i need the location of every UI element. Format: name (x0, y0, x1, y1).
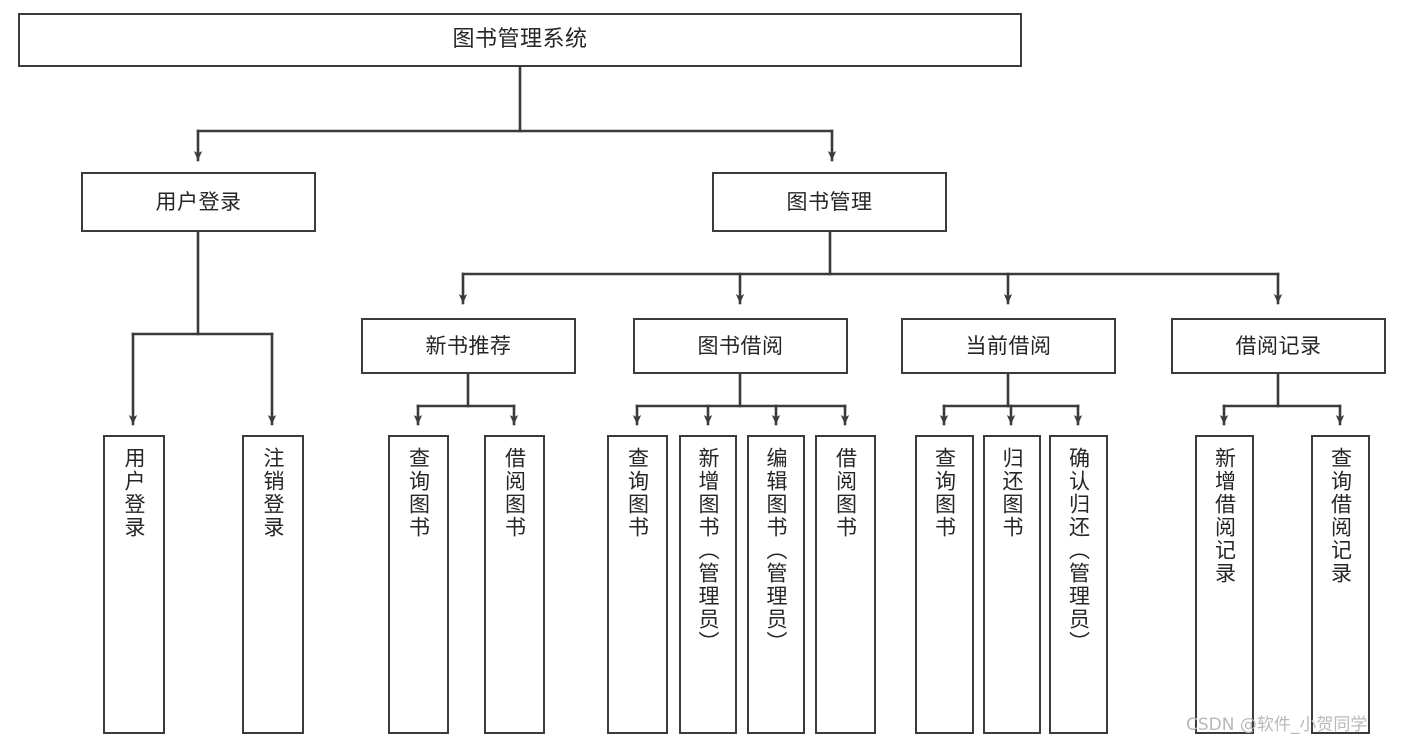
node-root-system[interactable]: 图书管理系统 (18, 13, 1022, 67)
node-label: 归还图书 (1000, 447, 1025, 539)
node-label: 图书借阅 (697, 333, 784, 358)
node-borrow-record[interactable]: 借阅记录 (1171, 318, 1386, 374)
csdn-watermark: CSDN @软件_小贺同学 (1186, 715, 1368, 735)
node-label: 注销登录 (261, 447, 286, 539)
node-label: 查询图书 (406, 447, 431, 539)
leaf-borrow-book-1[interactable]: 借阅图书 (484, 435, 545, 734)
node-label: 图书管理系统 (452, 27, 588, 53)
node-label: 新书推荐 (425, 333, 512, 358)
leaf-logout-login[interactable]: 注销登录 (242, 435, 304, 734)
node-label: 新增借阅记录 (1212, 447, 1237, 585)
leaf-return-book[interactable]: 归还图书 (983, 435, 1041, 734)
node-label: 确认归还（管理员） (1066, 447, 1091, 654)
node-new-book-rec[interactable]: 新书推荐 (361, 318, 576, 374)
leaf-query-record[interactable]: 查询借阅记录 (1311, 435, 1370, 734)
node-label: 图书管理 (786, 189, 873, 214)
node-label: 新增图书（管理员） (696, 447, 721, 654)
node-label: 查询借阅记录 (1328, 447, 1353, 585)
leaf-add-record[interactable]: 新增借阅记录 (1195, 435, 1254, 734)
node-label: 借阅图书 (833, 447, 858, 539)
node-label: 用户登录 (155, 189, 242, 214)
leaf-query-book-1[interactable]: 查询图书 (388, 435, 449, 734)
node-label: 借阅图书 (502, 447, 527, 539)
node-label: 借阅记录 (1235, 333, 1322, 358)
node-label: 编辑图书（管理员） (764, 447, 789, 654)
leaf-query-book-3[interactable]: 查询图书 (915, 435, 974, 734)
node-book-borrow[interactable]: 图书借阅 (633, 318, 848, 374)
node-label: 当前借阅 (965, 333, 1052, 358)
node-current-borrow[interactable]: 当前借阅 (901, 318, 1116, 374)
leaf-query-book-2[interactable]: 查询图书 (607, 435, 668, 734)
leaf-borrow-book-2[interactable]: 借阅图书 (815, 435, 876, 734)
leaf-edit-book[interactable]: 编辑图书（管理员） (747, 435, 805, 734)
leaf-user-login[interactable]: 用户登录 (103, 435, 165, 734)
leaf-confirm-return[interactable]: 确认归还（管理员） (1049, 435, 1108, 734)
node-label: 查询图书 (625, 447, 650, 539)
node-book-manage[interactable]: 图书管理 (712, 172, 947, 232)
node-label: 用户登录 (122, 447, 147, 539)
leaf-add-book[interactable]: 新增图书（管理员） (679, 435, 737, 734)
node-label: 查询图书 (932, 447, 957, 539)
node-user-login[interactable]: 用户登录 (81, 172, 316, 232)
